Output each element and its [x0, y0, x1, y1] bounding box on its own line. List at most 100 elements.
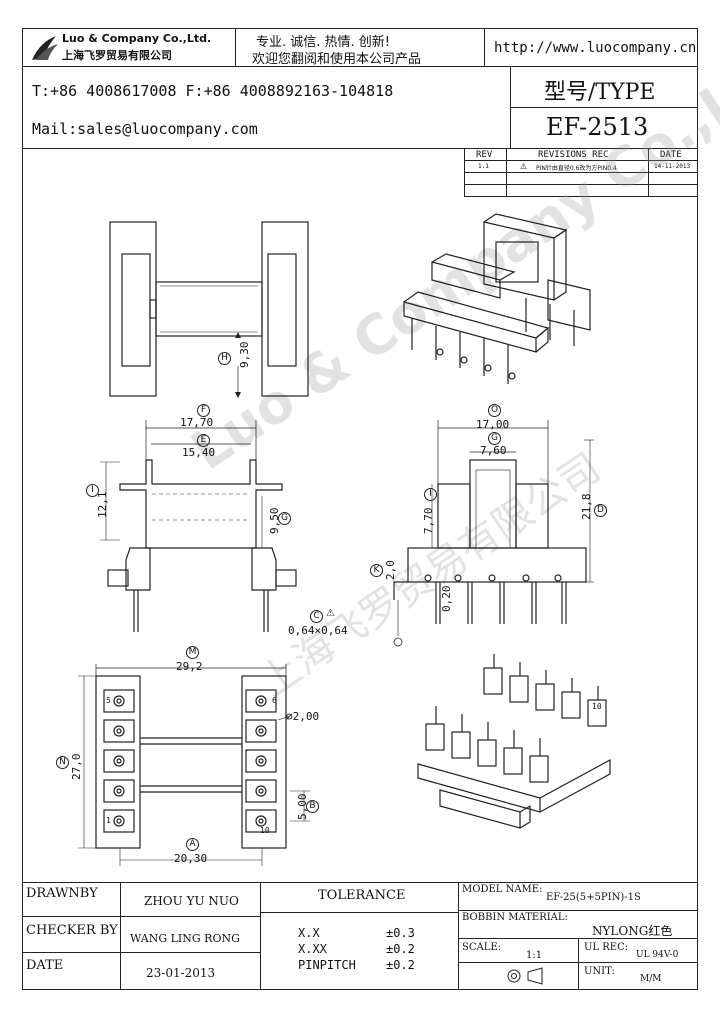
iso-view-bottom — [417, 654, 611, 829]
iso-pin-label-10: 10 — [592, 702, 602, 711]
type-value: EF-2513 — [546, 113, 649, 141]
footer-row-1 — [22, 916, 260, 917]
marker-d: D — [594, 504, 607, 517]
ul-label: UL REC: — [584, 942, 629, 953]
company-url[interactable]: http://www.luocompany.cn — [494, 40, 697, 56]
footer-top-line — [22, 882, 698, 883]
marker-c: C — [310, 610, 323, 623]
slogan-line-1: 专业. 诚信. 热情. 创新! — [256, 35, 391, 50]
pin-label-10: 10 — [260, 826, 270, 835]
scale-label: SCALE: — [462, 942, 502, 953]
model-label: MODEL NAME: — [462, 884, 543, 895]
marker-n: N — [56, 756, 69, 769]
pin-label-1: 1 — [106, 816, 111, 825]
footer-sep-2 — [260, 882, 261, 990]
bottom-view — [78, 664, 310, 866]
dim-bottom-width: 29,2 — [176, 660, 203, 673]
tol-xxx-value: ±0.2 — [386, 942, 415, 956]
tolerance-label: TOLERANCE — [318, 888, 406, 903]
dim-front-height: 12,1 — [96, 491, 109, 519]
marker-f: F — [197, 404, 210, 417]
slogan-line-2: 欢迎您翻阅和使用本公司产品 — [252, 52, 422, 67]
scale-value: 1:1 — [526, 950, 543, 961]
model-value: EF-25(5+5PIN)-1S — [546, 892, 641, 903]
marker-a: A — [186, 838, 199, 851]
rev-row-line — [464, 172, 698, 173]
top-view — [109, 221, 309, 398]
pin-label-5: 5 — [106, 696, 111, 705]
marker-e: E — [197, 434, 210, 447]
dim-side-pin-gap: 0,20 — [440, 585, 453, 613]
rev-date-col-header: DATE — [660, 150, 682, 160]
bobbin-value: NYLONG红色 — [592, 924, 673, 938]
dim-side-height: 21,8 — [580, 493, 593, 521]
dim-front-inner: 15,40 — [182, 446, 216, 459]
marker-h-top: H — [218, 352, 231, 365]
tol-pinpitch-label: PINPITCH — [298, 958, 356, 972]
dim-bottom-height: 27,0 — [70, 753, 83, 781]
rev-rec-col-header: REVISIONS REC — [538, 150, 609, 160]
dim-front-overall: 17,70 — [180, 416, 214, 429]
rev-col-sep-1 — [506, 148, 507, 196]
rev-row-line-2 — [464, 184, 698, 185]
front-view — [100, 420, 297, 632]
warning-icon: ⚠ — [520, 162, 528, 171]
drawnby-label: DRAWNBY — [26, 886, 98, 901]
rev-col-header: REV — [476, 150, 493, 160]
marker-k: K — [370, 564, 383, 577]
drawnby-value: ZHOU YU NUO — [144, 894, 239, 908]
date-label: DATE — [26, 958, 64, 973]
footer-sep-3 — [458, 882, 459, 990]
dim-top-height: 9,30 — [238, 341, 251, 369]
checker-value: WANG LING RONG — [130, 932, 240, 945]
marker-i-front: I — [86, 484, 99, 497]
dim-hole-diameter: ⌀2,00 — [286, 710, 320, 723]
unit-label: UNIT: — [584, 966, 615, 977]
dim-side-inner-height: 7,70 — [422, 507, 435, 535]
model-divider — [458, 910, 698, 911]
footer-row-2 — [22, 952, 260, 953]
checker-label: CHECKER BY — [26, 923, 118, 938]
ul-sep — [578, 938, 579, 990]
tolerance-divider — [260, 912, 458, 913]
tol-xx-value: ±0.3 — [386, 926, 415, 940]
dim-side-base: 2,0 — [384, 560, 397, 580]
warning-icon-dim: ⚠ — [326, 608, 335, 619]
rev-number: 1.1 — [478, 163, 489, 170]
marker-g-front: G — [278, 512, 291, 525]
marker-i-side: I — [424, 488, 437, 501]
contact-divider — [22, 148, 698, 149]
side-view-pin-marker — [393, 600, 403, 647]
header-sep-1 — [235, 28, 236, 66]
tol-xxx-label: X.XX — [298, 942, 327, 956]
rev-bottom-line — [464, 196, 698, 197]
drawing-frame — [22, 28, 698, 990]
rev-date: 14-11-2013 — [654, 163, 691, 170]
rev-record: PIN针由直径0.6改为方PIN0.4 — [536, 165, 617, 172]
rev-header-line — [464, 160, 698, 161]
ul-value: UL 94V-0 — [636, 950, 679, 960]
rev-col-sep-2 — [648, 148, 649, 196]
header-sep-2 — [484, 28, 485, 66]
tol-pinpitch-value: ±0.2 — [386, 958, 415, 972]
type-label: 型号/TYPE — [544, 80, 656, 105]
bobbin-label: BOBBIN MATERIAL: — [462, 912, 568, 923]
dim-pin-section: 0,64×0,64 — [288, 624, 348, 637]
date-value: 23-01-2013 — [146, 966, 216, 980]
email-address[interactable]: Mail:sales@luocompany.com — [32, 120, 258, 138]
header-divider — [22, 66, 698, 67]
dim-side-width: 17,00 — [476, 418, 510, 431]
company-name-en: Luo & Company Co.,Ltd. — [62, 32, 212, 45]
marker-g-side: G — [488, 432, 501, 445]
phone-fax: T:+86 4008617008 F:+86 4008892163-104818 — [32, 82, 394, 100]
marker-b: B — [306, 800, 319, 813]
dim-bottom-row: 20,30 — [174, 852, 208, 865]
marker-o: O — [488, 404, 501, 417]
company-name-cn: 上海飞罗贸易有限公司 — [62, 49, 172, 62]
iso-view-top — [403, 213, 591, 384]
pin-label-6: 6 — [272, 696, 277, 705]
type-divider — [510, 107, 698, 108]
footer-sep-1 — [120, 882, 121, 990]
tol-xx-label: X.X — [298, 926, 320, 940]
side-view — [393, 420, 594, 624]
